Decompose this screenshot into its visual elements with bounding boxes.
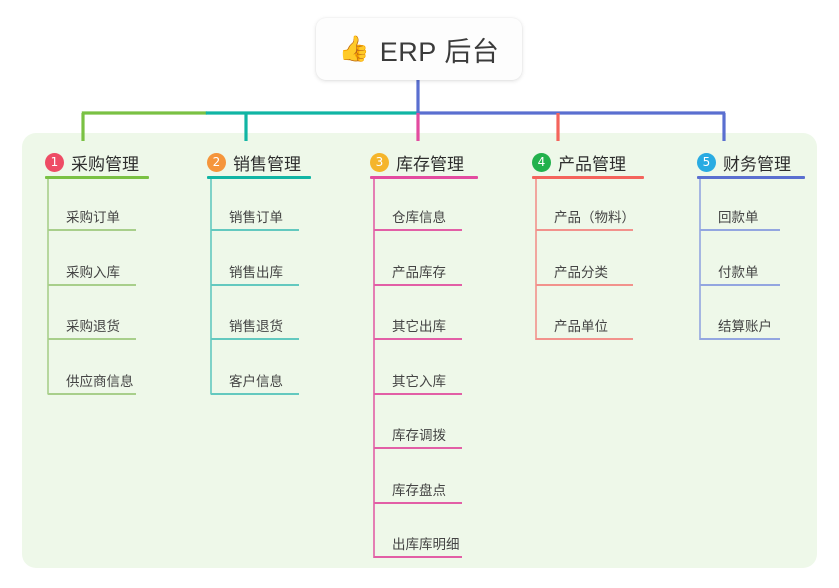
leaf-item-underline [211,283,299,286]
branch-title: 产品管理 [558,155,626,174]
branch-title: 采购管理 [71,155,139,174]
leaf-item-label: 产品单位 [554,319,608,334]
leaf-item-underline [374,447,462,449]
branches-panel [22,133,817,568]
leaf-item[interactable]: 产品（物料） [536,205,635,231]
branch-underline [45,176,149,179]
leaf-item[interactable]: 销售订单 [211,205,299,231]
leaf-item-label: 其它出库 [392,319,446,334]
leaf-item-label: 供应商信息 [66,373,134,389]
branch-title: 财务管理 [723,155,791,174]
leaf-item-underline [536,338,633,340]
leaf-item[interactable]: 采购退货 [48,314,136,340]
leaf-item[interactable]: 出库库明细 [374,532,462,558]
leaf-item-label: 付款单 [718,264,759,280]
leaf-item-underline [374,283,462,286]
leaf-item-underline [374,338,462,340]
leaf-item-underline [374,229,462,231]
leaf-item-label: 结算账户 [718,319,772,334]
leaf-item[interactable]: 采购入库 [48,260,136,286]
leaf-item-label: 销售出库 [229,264,283,280]
leaf-item-underline [374,556,462,558]
branch-title: 销售管理 [233,155,301,174]
leaf-item[interactable]: 采购订单 [48,205,136,231]
leaf-item[interactable]: 销售出库 [211,260,299,286]
leaf-item-underline [211,392,299,395]
branch-title: 库存管理 [396,155,464,174]
leaf-item-underline [700,283,780,286]
leaf-item-label: 采购退货 [66,319,120,334]
leaf-item[interactable]: 其它出库 [374,314,462,340]
branch-underline [207,176,311,179]
leaf-item-label: 库存盘点 [392,482,446,498]
leaf-item-label: 仓库信息 [392,210,446,225]
root-title: ERP 后台 [379,36,500,67]
leaf-item-underline [536,283,633,286]
branch-number-badge: 4 [532,153,551,172]
root-node[interactable]: 👍 ERP 后台 [316,18,522,80]
leaf-item-underline [536,229,633,231]
leaf-item[interactable]: 回款单 [700,205,780,231]
leaf-item-underline [48,338,136,340]
leaf-item[interactable]: 付款单 [700,260,780,286]
leaf-item-label: 出库库明细 [392,537,460,552]
leaf-item-underline [211,338,299,340]
branch-header-5[interactable]: 5 财务管理 [697,150,791,175]
leaf-item-underline [700,338,780,340]
branch-number-badge: 2 [207,153,226,172]
leaf-item-label: 采购入库 [66,264,120,280]
branch-number-badge: 5 [697,153,716,172]
leaf-item-underline [48,283,136,286]
leaf-item[interactable]: 客户信息 [211,369,299,395]
leaf-item[interactable]: 库存调拨 [374,423,462,449]
leaf-item-underline [374,501,462,504]
leaf-item-label: 产品库存 [392,264,446,280]
leaf-item-label: 采购订单 [66,210,120,225]
branch-number-badge: 1 [45,153,64,172]
leaf-item[interactable]: 产品单位 [536,314,633,340]
leaf-item-underline [48,392,136,395]
branch-header-4[interactable]: 4 产品管理 [532,150,626,175]
leaf-item[interactable]: 销售退货 [211,314,299,340]
branch-header-1[interactable]: 1 采购管理 [45,150,139,175]
leaf-item-label: 销售退货 [229,319,283,334]
leaf-item-label: 回款单 [718,210,759,225]
leaf-item[interactable]: 仓库信息 [374,205,462,231]
leaf-item-underline [374,392,462,395]
branch-underline [532,176,644,179]
leaf-item[interactable]: 结算账户 [700,314,780,340]
leaf-item[interactable]: 供应商信息 [48,369,136,395]
leaf-item[interactable]: 产品库存 [374,260,462,286]
thumbs-up-emoji: 👍 [338,34,370,63]
branch-underline [697,176,805,179]
leaf-item[interactable]: 库存盘点 [374,478,462,504]
leaf-item-underline [48,229,136,231]
leaf-item-label: 库存调拨 [392,428,446,443]
leaf-item-label: 销售订单 [229,210,283,225]
branch-underline [370,176,478,179]
leaf-item-label: 产品（物料） [554,210,635,225]
leaf-item-underline [700,229,780,231]
leaf-item-label: 其它入库 [392,373,446,389]
branch-number-badge: 3 [370,153,389,172]
leaf-item[interactable]: 其它入库 [374,369,462,395]
leaf-item-label: 客户信息 [229,373,283,389]
leaf-item-underline [211,229,299,231]
branch-header-2[interactable]: 2 销售管理 [207,150,301,175]
leaf-item[interactable]: 产品分类 [536,260,633,286]
branch-header-3[interactable]: 3 库存管理 [370,150,464,175]
leaf-item-label: 产品分类 [554,264,608,280]
